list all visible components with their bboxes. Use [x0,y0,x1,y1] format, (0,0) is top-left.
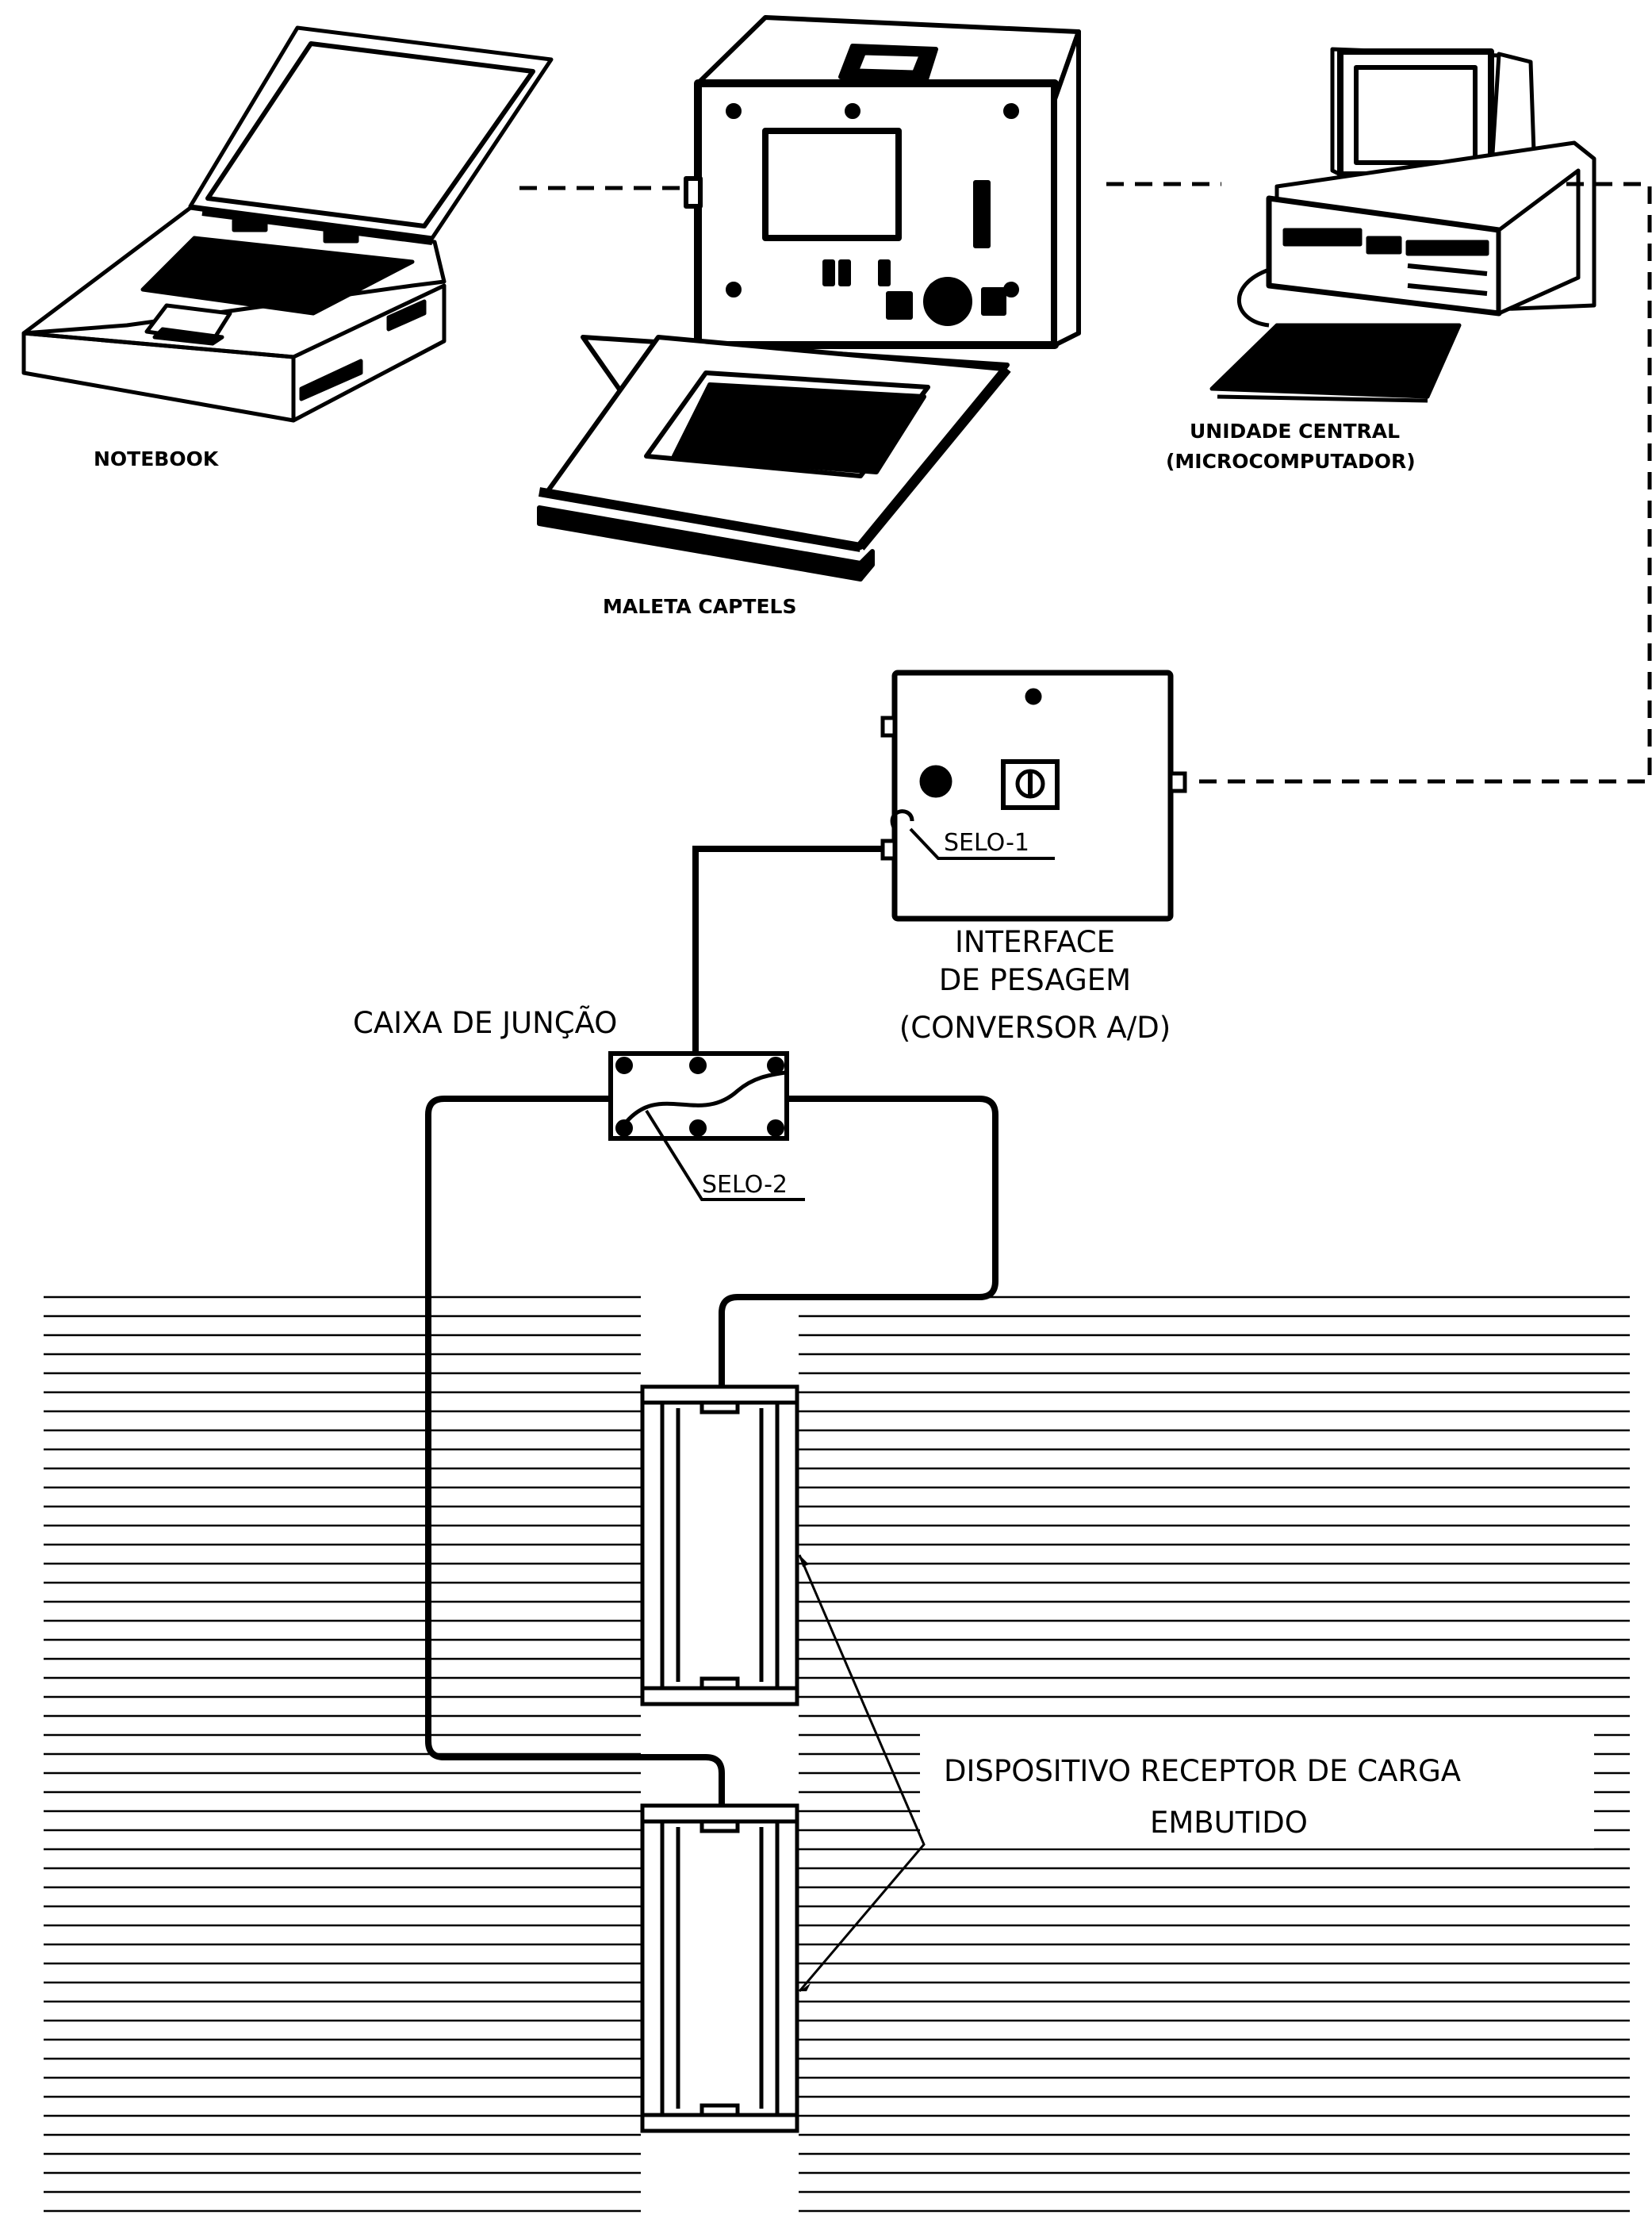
selo2-label: SELO-2 [702,1171,788,1199]
notebook-label: NOTEBOOK [94,447,220,470]
portable-case-icon [537,15,1081,582]
interface-label-line1: INTERFACE [955,925,1115,959]
dispositivo-label-line2: EMBUTIDO [1150,1806,1308,1840]
maleta-label: MALETA CAPTELS [603,595,796,618]
interface-label-line2: DE PESAGEM [939,963,1131,997]
load-receptor-plate-1 [640,1384,799,1706]
dispositivo-leader [798,1554,926,1992]
laptop-icon [21,25,554,423]
dispositivo-label-line1: DISPOSITIVO RECEPTOR DE CARGA [944,1754,1461,1788]
leader-arrow-1 [799,1555,809,1567]
interface-label-line3: (CONVERSOR A/D) [899,1011,1171,1045]
dispositivo-label-bg [920,1729,1594,1848]
caixa-label: CAIXA DE JUNÇÃO [353,1005,617,1040]
load-receptor-plate-2 [640,1803,799,2133]
unidade-label-line1: UNIDADE CENTRAL [1190,420,1400,443]
selo1-label: SELO-1 [944,829,1029,857]
junction-box [608,1051,789,1141]
desktop-computer-icon [1209,47,1596,403]
receptor1-cable [719,1096,998,1387]
unidade-label-line2: (MICROCOMPUTADOR) [1166,450,1416,473]
weighing-interface-box [880,670,1187,922]
interface-cable [692,846,883,1061]
unidade-link-line [1188,182,1652,784]
leader-arrow-2 [799,1983,811,1991]
